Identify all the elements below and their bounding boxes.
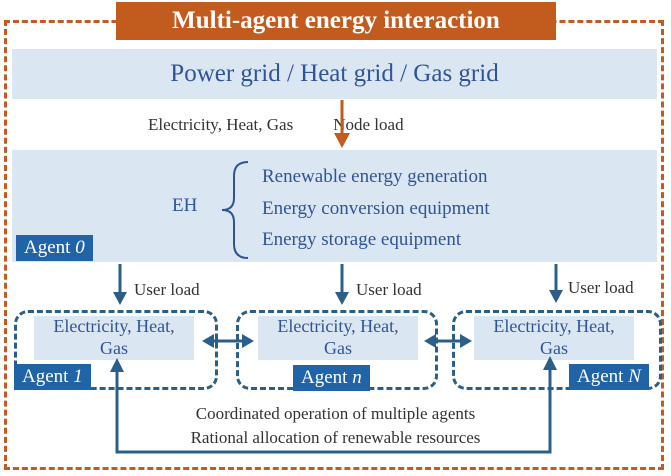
eh-item-conversion: Energy conversion equipment bbox=[262, 198, 490, 219]
agent-N-prefix: Agent bbox=[577, 366, 624, 387]
subagent-1-line2: Gas bbox=[100, 338, 128, 358]
coordination-line-1: Coordinated operation of multiple agents bbox=[195, 404, 476, 423]
user-load-n: User load bbox=[356, 280, 422, 299]
agent-n-tag: Agent n bbox=[293, 365, 370, 391]
eh-item-renewable: Renewable energy generation bbox=[262, 166, 488, 187]
exchange-1-n-left-head bbox=[202, 334, 214, 348]
subagent-N-box bbox=[452, 310, 662, 390]
agent-n-number: n bbox=[352, 367, 362, 388]
diagram-title: Multi-agent energy interaction bbox=[116, 2, 556, 40]
agent-0-number: 0 bbox=[75, 237, 85, 258]
grid-label: Power grid / Heat grid / Gas grid bbox=[170, 60, 499, 87]
eh-band bbox=[12, 150, 657, 262]
subagent-n-line1: Electricity, Heat, bbox=[277, 316, 399, 336]
user-load-arrowhead-n bbox=[335, 292, 349, 305]
user-load-arrowhead-1 bbox=[113, 292, 127, 305]
exchange-1-n-right-head bbox=[242, 334, 254, 348]
agent-1-prefix: Agent bbox=[22, 366, 69, 387]
agent-0-prefix: Agent bbox=[24, 237, 71, 258]
grid-to-eh-arrowhead bbox=[334, 133, 350, 148]
agent-N-number: N bbox=[628, 366, 641, 387]
flow-carriers: Electricity, Heat, Gas bbox=[148, 115, 294, 134]
exchange-n-N-left-head bbox=[424, 334, 436, 348]
coordination-line-2: Rational allocation of renewable resourc… bbox=[190, 428, 481, 447]
subagent-N-text: Electricity, Heat,Gas bbox=[468, 315, 640, 359]
coordination-arrowhead-N bbox=[543, 356, 557, 370]
agent-1-tag: Agent 1 bbox=[14, 364, 91, 390]
grid-band bbox=[12, 49, 657, 99]
subagent-1-fill bbox=[34, 316, 194, 360]
subagent-n-line2: Gas bbox=[324, 338, 352, 358]
subagent-1-line1: Electricity, Heat, bbox=[53, 316, 175, 336]
agent-N-tag: Agent N bbox=[569, 364, 649, 390]
coordination-loop bbox=[115, 368, 552, 454]
subagent-1-text: Electricity, Heat,Gas bbox=[28, 315, 200, 359]
exchange-n-N-right-head bbox=[460, 334, 472, 348]
subagent-n-text: Electricity, Heat,Gas bbox=[252, 315, 424, 359]
user-load-N: User load bbox=[568, 278, 634, 297]
agent-0-tag: Agent 0 bbox=[16, 235, 93, 261]
user-load-1: User load bbox=[134, 280, 200, 299]
agent-n-prefix: Agent bbox=[301, 367, 348, 388]
subagent-N-fill bbox=[474, 316, 634, 360]
user-load-arrowhead-N bbox=[549, 290, 563, 303]
eh-label: EH bbox=[172, 195, 198, 216]
agent-1-number: 1 bbox=[73, 366, 83, 387]
subagent-N-line1: Electricity, Heat, bbox=[493, 316, 615, 336]
eh-brace bbox=[221, 161, 249, 259]
coordination-arrowhead-1 bbox=[110, 358, 124, 372]
subagent-N-line2: Gas bbox=[540, 338, 568, 358]
eh-item-storage: Energy storage equipment bbox=[262, 229, 462, 250]
subagent-n-fill bbox=[258, 316, 418, 360]
